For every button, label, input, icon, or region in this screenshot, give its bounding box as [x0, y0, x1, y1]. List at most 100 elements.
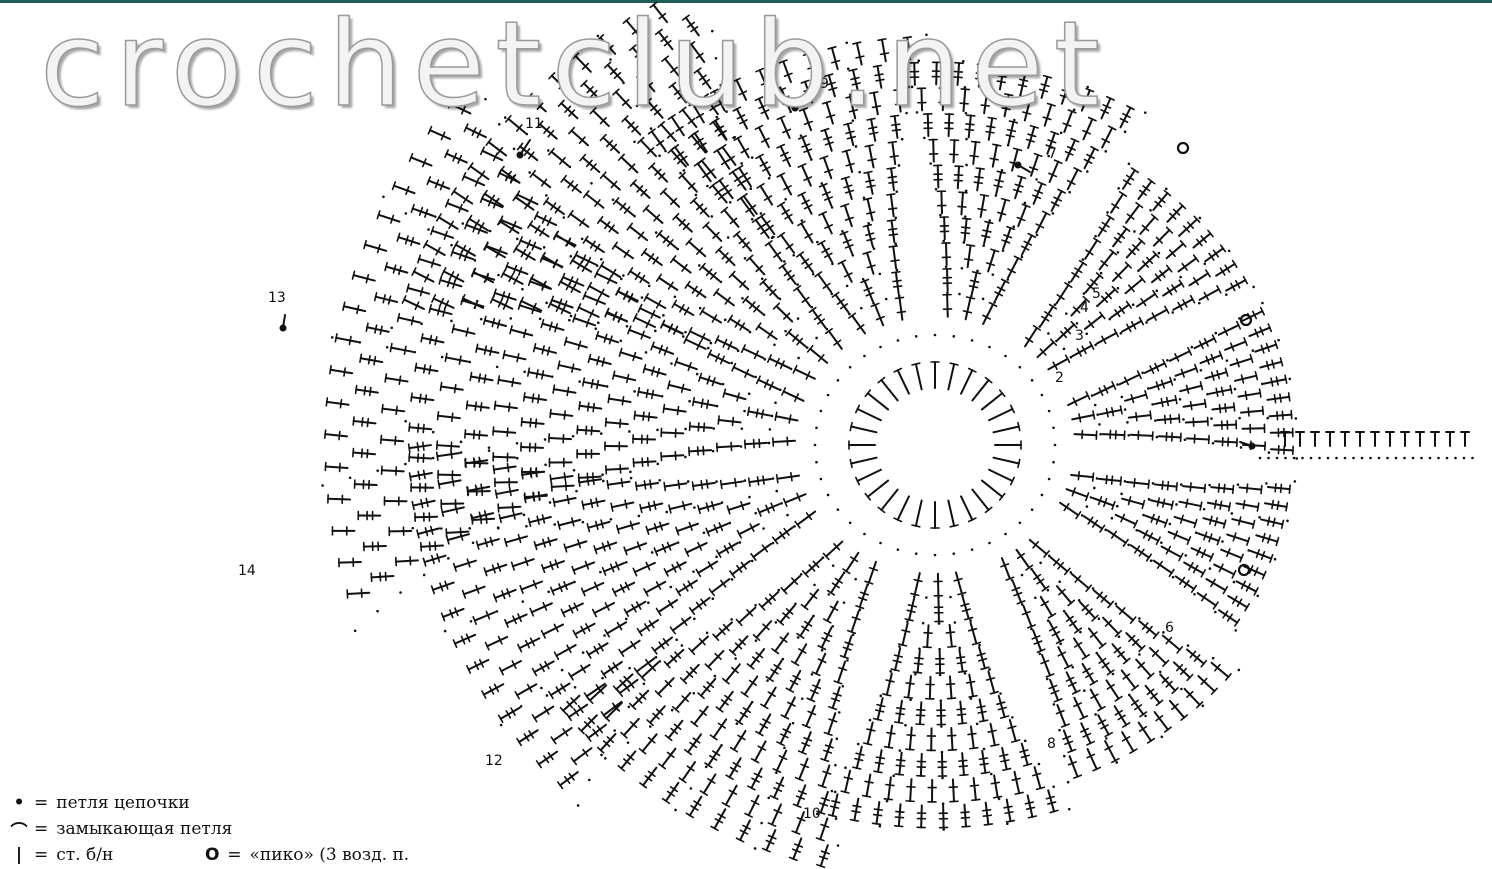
stitch-symbol [864, 198, 875, 220]
stitch-symbol [628, 268, 649, 283]
stitch-symbol [745, 796, 759, 817]
stitch-symbol [1179, 499, 1201, 510]
stitch-symbol [733, 107, 747, 128]
stitch-symbol [360, 354, 382, 364]
stitch-symbol [675, 358, 697, 370]
stitch-symbol [415, 513, 437, 521]
chain-dot [358, 341, 361, 344]
stitch-symbol [730, 636, 748, 655]
chain-dot [769, 63, 772, 66]
stitch-symbol [1098, 715, 1112, 736]
stitch-symbol [668, 381, 690, 392]
stitch-symbol [793, 785, 806, 807]
stitch-symbol [1000, 748, 1011, 770]
stitch-symbol [410, 154, 432, 167]
stitch-symbol [779, 264, 795, 284]
chain-dot [761, 277, 764, 280]
stitch-symbol [561, 603, 583, 616]
chain-dot [1036, 234, 1039, 237]
chain-dot [376, 610, 379, 613]
stitch-symbol [528, 221, 549, 236]
stitch-symbol [505, 614, 527, 627]
chain-dot [800, 219, 803, 222]
stitch-symbol [596, 332, 618, 344]
stitch-symbol [1260, 358, 1282, 369]
stitch-symbol [698, 502, 720, 513]
chain-dot [1025, 68, 1028, 71]
stitch-symbol [798, 221, 813, 242]
chain-dot [1234, 629, 1237, 632]
stitch-symbol [1040, 76, 1052, 98]
chain-dot [739, 541, 742, 544]
chain-dot [831, 790, 834, 793]
stitch-symbol [777, 606, 794, 625]
stitch-symbol [1153, 191, 1170, 210]
stitch-symbol [1001, 558, 1014, 580]
stitch-symbol [752, 741, 766, 762]
row-number-label: 8 [1047, 736, 1056, 752]
stitch-symbol [325, 430, 347, 439]
chain-dot [879, 346, 882, 349]
stitch-symbol [1211, 484, 1233, 493]
stitch-symbol [402, 296, 424, 309]
stitch-symbol [385, 374, 407, 384]
stitch-symbol [624, 542, 646, 554]
stitch-symbol [763, 830, 776, 852]
stitch-symbol [871, 303, 884, 325]
stitch-symbol [669, 502, 691, 513]
chain-dot [497, 527, 500, 530]
stitch-symbol [887, 168, 897, 190]
stitch-symbol [863, 252, 875, 274]
stitch-symbol [1023, 606, 1036, 628]
stitch-symbol [1094, 590, 1113, 607]
chain-dot [1471, 457, 1474, 460]
stitch-symbol [437, 214, 458, 229]
chain-dot [1124, 130, 1127, 133]
stitch-symbol [798, 164, 811, 186]
stitch-symbol [850, 458, 876, 468]
petal-motif [633, 33, 928, 333]
stitch-symbol [617, 680, 637, 696]
stitch-symbol [778, 202, 793, 223]
stitch-symbol [605, 442, 627, 450]
stitch-symbol [353, 417, 375, 426]
chain-dot [1295, 457, 1298, 460]
chain-dot [961, 267, 964, 270]
stitch-symbol [438, 412, 460, 421]
chain-dot [915, 552, 918, 555]
stitch-symbol [1145, 515, 1167, 527]
chain-dot [628, 705, 631, 708]
stitch-symbol [757, 376, 779, 389]
stitch-symbol [850, 799, 860, 821]
chain-dot [784, 198, 787, 201]
stitch-symbol [1251, 550, 1273, 562]
stitch-symbol [1041, 597, 1056, 618]
chain-dot [654, 330, 657, 333]
chain-dot [1004, 355, 1007, 358]
stitch-symbol [614, 198, 633, 215]
chain-dot [775, 621, 778, 624]
stitch-symbol [1151, 498, 1173, 509]
stitch-symbol [786, 329, 805, 346]
stitch-symbol [878, 378, 897, 401]
chain-dot [841, 230, 844, 233]
stitch-symbol [597, 35, 615, 54]
stitch-symbol [1153, 561, 1173, 577]
stitch-symbol [618, 751, 635, 770]
stitch-symbol [417, 526, 439, 537]
stitch-symbol [1056, 705, 1069, 727]
chain-dot [1231, 512, 1234, 515]
chain-dot [862, 278, 865, 281]
chain-dot [545, 194, 548, 197]
stitch-symbol [385, 263, 407, 275]
stitch-symbol [824, 602, 838, 623]
chain-dot [468, 361, 471, 364]
chain-dot [599, 571, 602, 574]
stitch-symbol [1150, 648, 1169, 666]
stitch-symbol [411, 393, 433, 403]
stitch-symbol [1103, 618, 1121, 637]
stitch-symbol [1175, 515, 1197, 527]
petal-motif [1068, 302, 1298, 460]
stitch-symbol [970, 142, 980, 164]
stitch-symbol [723, 389, 745, 401]
